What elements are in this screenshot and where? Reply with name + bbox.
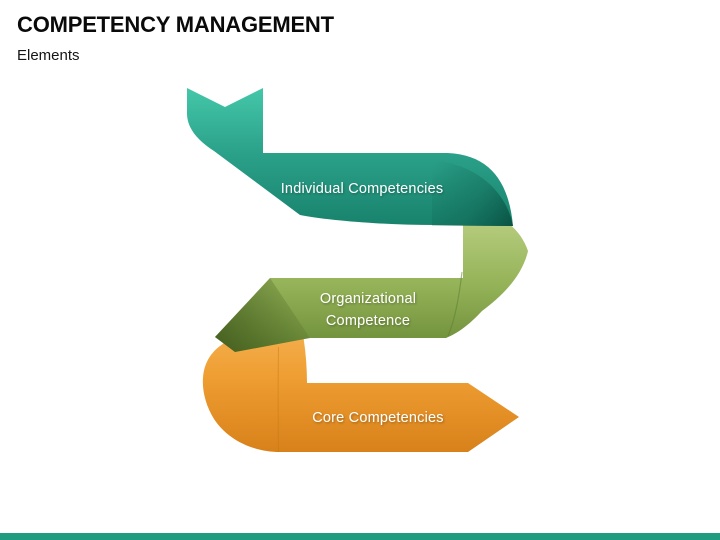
ribbon-individual-end-shade (432, 160, 513, 226)
ribbon-core-label: Core Competencies (312, 410, 444, 426)
ribbon-organizational-label-line1: Organizational (320, 291, 416, 307)
footer-accent-bar (0, 533, 720, 540)
ribbon-organizational-fold-shade (215, 278, 310, 352)
ribbon-organizational-crease (447, 271, 463, 337)
page-subtitle: Elements (17, 47, 80, 64)
ribbon-individual-label: Individual Competencies (281, 181, 444, 197)
page-title: COMPETENCY MANAGEMENT (17, 12, 334, 37)
ribbon-individual-shape (187, 88, 513, 226)
ribbon-organizational-label-line2: Competence (326, 313, 410, 329)
